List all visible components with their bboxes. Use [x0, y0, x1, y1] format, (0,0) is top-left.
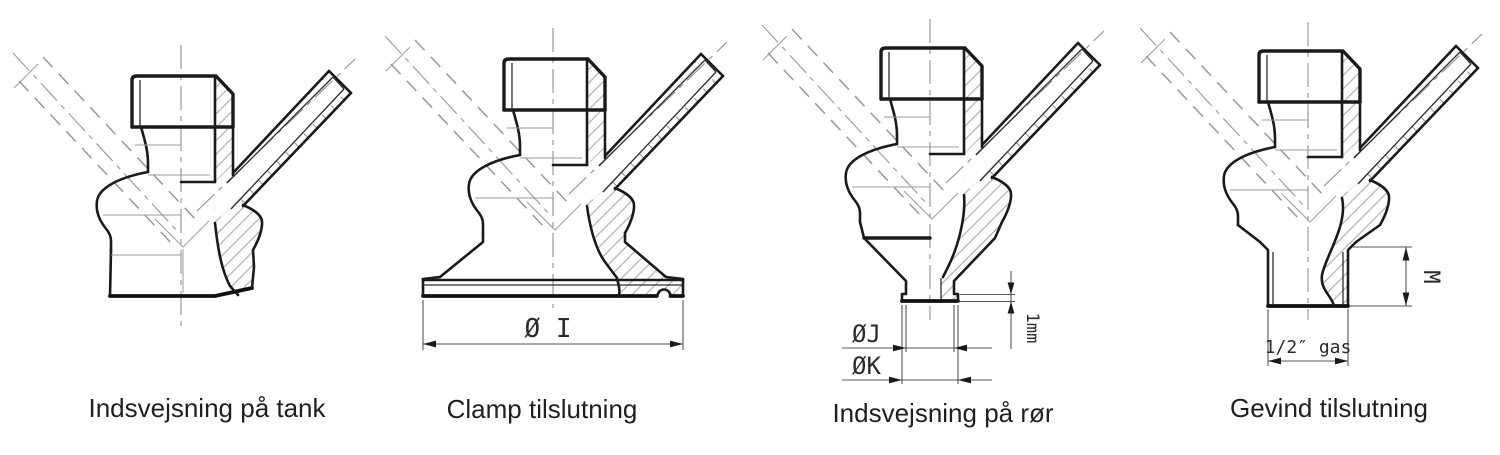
dimension-flange-diameter: Ø I — [422, 300, 684, 350]
dimension-label-half-inch-gas: 1/2″ gas — [1265, 337, 1352, 358]
dimension-thread-length: M — [1350, 246, 1443, 307]
dimension-thread-size: 1/2″ gas — [1265, 309, 1352, 366]
figure-caption-clamp: Clamp tilslutning — [447, 394, 638, 424]
weld-stub-right — [952, 220, 1004, 303]
valve-seat-profile — [941, 193, 966, 279]
valve-seat-profile — [213, 221, 240, 297]
pipe-centerline — [1323, 33, 1483, 187]
dimension-label-diameter-J: ØJ — [852, 320, 881, 348]
dimension-lip-height: 1mm — [960, 271, 1042, 349]
valve-seat-profile — [585, 204, 621, 298]
dimension-label-diameter-K: ØK — [852, 352, 881, 380]
valve-drawing-clamp: Ø I — [384, 28, 728, 350]
figure-caption-pipe-weld: Indsvejsning på rør — [832, 398, 1053, 428]
figure-caption-thread: Gevind tilslutning — [1230, 393, 1428, 423]
valve-seat-profile — [1320, 196, 1345, 308]
figure-caption-tank-weld: Indsvejsning på tank — [88, 393, 326, 423]
dimension-label-M: M — [1418, 270, 1443, 283]
thread-stub-left — [1236, 223, 1270, 308]
phantom-inlet-pipe — [12, 52, 198, 246]
phantom-inlet-pipe — [761, 24, 947, 218]
dimension-label-diameter-I: Ø I — [525, 314, 572, 344]
phantom-inlet-pipe — [1139, 27, 1325, 221]
valve-drawing-pipe-weld: ØJ ØK 1mm — [761, 19, 1105, 384]
pipe-centerline — [568, 41, 728, 195]
valve-drawing-thread: M 1/2″ gas — [1139, 22, 1483, 366]
valve-drawing-tank-weld — [12, 45, 356, 328]
thread-lines — [1272, 252, 1344, 304]
thread-stub-right — [1346, 223, 1382, 308]
pipe-centerline — [945, 30, 1105, 184]
dimension-stub-diameters: ØJ ØK — [842, 305, 992, 384]
weld-stub-left — [862, 236, 908, 303]
dimension-label-1mm: 1mm — [1022, 313, 1042, 344]
phantom-inlet-pipe — [384, 35, 570, 229]
gasket-groove — [656, 288, 672, 298]
pipe-centerline — [196, 58, 356, 212]
